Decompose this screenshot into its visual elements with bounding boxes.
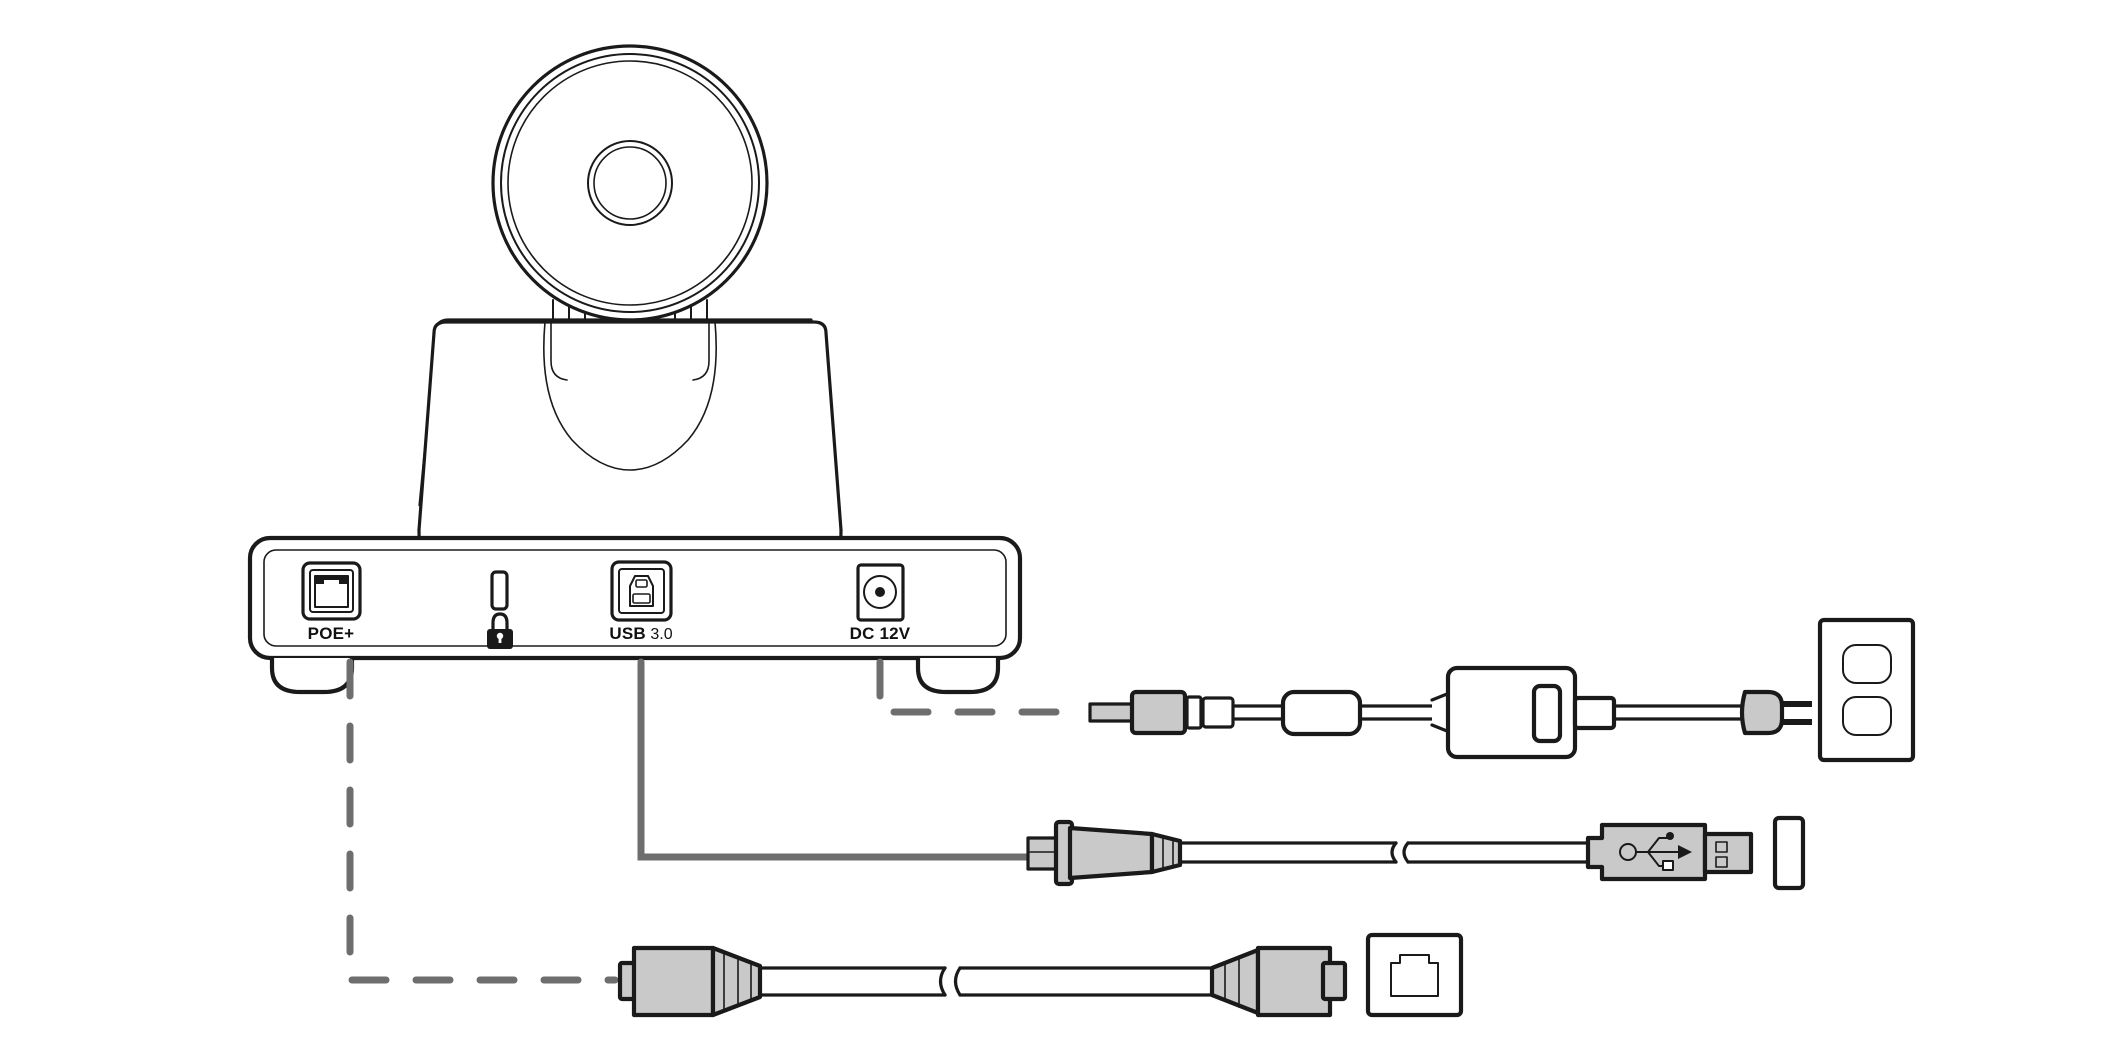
usb-port-slot-icon	[1772, 815, 1806, 891]
kensington-lock-slot	[487, 570, 513, 649]
dc-port-label: DC 12V	[850, 624, 911, 643]
usb-type-b-icon	[629, 575, 654, 607]
dc-lead-line	[876, 658, 1086, 716]
dc-power-port[interactable]: DC 12V	[850, 563, 911, 643]
usb-cable	[1026, 819, 1754, 887]
usb-port[interactable]: USB 3.0	[609, 560, 673, 643]
poe-port-label: POE+	[308, 624, 355, 643]
barrel-jack-icon	[863, 575, 897, 609]
camera-lens-head	[491, 44, 769, 404]
ethernet-cable	[617, 945, 1348, 1018]
poe-port[interactable]: POE+	[301, 561, 362, 643]
rj45-wall-jack-icon	[1365, 932, 1464, 1018]
power-adapter-cable	[1088, 665, 1812, 760]
rj45-jack-icon	[314, 575, 349, 608]
wall-outlet-icon	[1817, 617, 1916, 763]
padlock-icon	[487, 612, 513, 649]
usb-trident-icon	[1619, 832, 1692, 871]
poe-lead-line	[346, 658, 619, 984]
usb-lead-line	[637, 658, 1034, 861]
usb-port-label: USB 3.0	[609, 624, 672, 643]
